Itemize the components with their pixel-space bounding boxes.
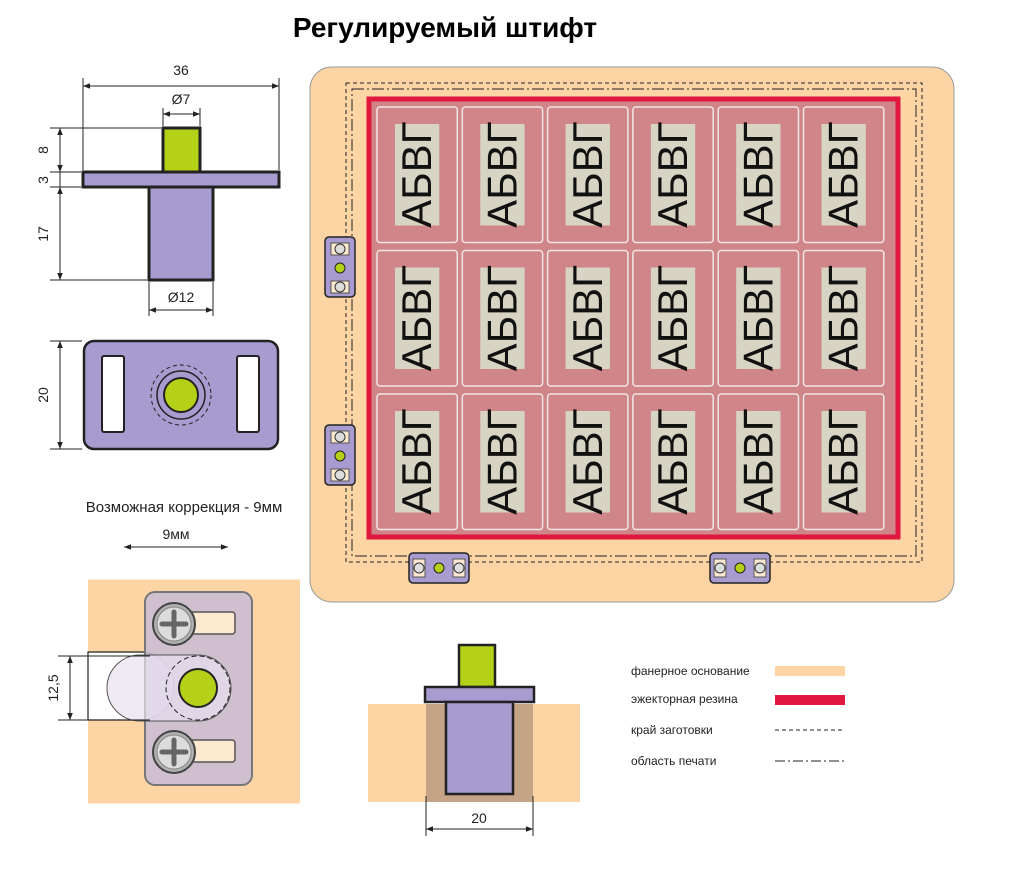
plate-cell-text: АБВГ — [564, 265, 611, 371]
plate-inner-ring — [156, 370, 206, 420]
screw-icon — [152, 602, 196, 646]
legend: фанерное основание эжекторная резина кра… — [631, 664, 845, 768]
plate-cell-text: АБВГ — [564, 409, 611, 515]
plate-slot-left — [101, 355, 125, 433]
plate-cell-text: АБВГ — [478, 409, 525, 515]
plate-cell-label-bg — [736, 124, 781, 226]
plate-cell-text: АБВГ — [564, 122, 611, 228]
pin-body — [147, 185, 215, 282]
dim-plate-height-label: 20 — [35, 387, 51, 403]
legend-swatch-rubber — [775, 695, 845, 705]
plate-cells: АБВГ АБВГ АБВГ АБВГ АБВГ АБВГ АБВГ АБВГ АБВГ АБВГ… — [376, 106, 885, 531]
plate-cell-text: АБВГ — [478, 265, 525, 371]
plate-cell-label-bg — [480, 411, 525, 513]
plate-cell-text: АБВГ — [734, 122, 781, 228]
pin-top — [161, 126, 202, 174]
board-view: АБВГ АБВГ АБВГ АБВГ АБВГ АБВГ АБВГ АБВГ АБВГ АБВГ… — [309, 66, 955, 603]
plate-cell-text: АБВГ — [820, 122, 867, 228]
legend-label: фанерное основание — [631, 664, 750, 678]
legend-label: край заготовки — [631, 723, 713, 737]
plate-cell-label-bg — [565, 267, 610, 369]
plate-cell-label-bg — [821, 411, 866, 513]
dim-flange-label: 3 — [35, 176, 51, 184]
plate-cell-label-bg — [821, 124, 866, 226]
legend-label: область печати — [631, 754, 716, 768]
dim-correction-label: 12,5 — [45, 674, 61, 701]
plate-cell-label-bg — [736, 411, 781, 513]
plate-cell-label-bg — [395, 124, 440, 226]
legend-label: эжекторная резина — [631, 692, 738, 706]
pin-fixture — [709, 552, 771, 584]
blank-edge — [345, 82, 923, 563]
section-pin-body — [444, 700, 515, 796]
dim-width-label: 36 — [173, 62, 189, 78]
plate-cell-label-bg — [480, 124, 525, 226]
dim-bottom-width-label: 20 — [471, 810, 487, 826]
pin-fixture — [324, 424, 356, 486]
plate-cell-text: АБВГ — [393, 122, 440, 228]
correction-caption: Возможная коррекция - 9мм — [86, 499, 283, 516]
plate-cell-label-bg — [480, 267, 525, 369]
pin-fixture — [408, 552, 470, 584]
plate-cell-label-bg — [821, 267, 866, 369]
pin-top-view: 20 — [35, 339, 280, 451]
plate-cell-text: АБВГ — [478, 122, 525, 228]
section-board-right — [533, 704, 580, 802]
dim-body-height-label: 17 — [35, 226, 51, 242]
plate-cell-label-bg — [565, 411, 610, 513]
correction-dashed-ring — [165, 655, 231, 721]
plate-cell-text: АБВГ — [649, 122, 696, 228]
plate-slot-right — [236, 355, 260, 433]
plate-cell-text: АБВГ — [734, 265, 781, 371]
legend-swatch-plywood — [775, 666, 845, 676]
section-board-left — [368, 704, 426, 802]
plate-cell-text: АБВГ — [734, 409, 781, 515]
plate-cell-text: АБВГ — [820, 265, 867, 371]
pin-side-view: 36 Ø7 8 3 17 Ø12 — [35, 62, 281, 316]
dim-pin-diameter-label: Ø7 — [172, 91, 191, 107]
plate-cell-label-bg — [650, 124, 696, 226]
screw-icon — [152, 730, 196, 774]
correction-range-label: 9мм — [162, 526, 189, 542]
dim-top-height-label: 8 — [35, 146, 51, 154]
section-pin-top — [457, 643, 497, 689]
plate-cell-label-bg — [650, 267, 696, 369]
diagram-title: Регулируемый штифт — [292, 12, 598, 43]
plate-cell-label-bg — [565, 124, 610, 226]
plate-cell-label-bg — [395, 267, 440, 369]
plate-cell-text: АБВГ — [393, 265, 440, 371]
correction-pin — [178, 668, 218, 708]
plate-cell-text: АБВГ — [649, 409, 696, 515]
plate-cell-text: АБВГ — [393, 409, 440, 515]
section-pin-flange — [423, 685, 536, 704]
plate-cell-label-bg — [395, 411, 440, 513]
pin-flange — [81, 170, 281, 189]
plate-cell-text: АБВГ — [649, 265, 696, 371]
plate-cell-label-bg — [736, 267, 781, 369]
print-area — [351, 88, 917, 557]
plate-cell-label-bg — [650, 411, 696, 513]
plate-outer-ring — [150, 364, 212, 426]
dim-body-diameter-label: Ø12 — [168, 289, 195, 305]
correction-view: Возможная коррекция - 9мм 9мм 12,5 — [45, 499, 300, 804]
cross-section: 20 — [368, 643, 580, 836]
pin-fixture — [324, 236, 356, 298]
plate-pin-circle — [163, 377, 199, 413]
plate-cell-text: АБВГ — [820, 409, 867, 515]
